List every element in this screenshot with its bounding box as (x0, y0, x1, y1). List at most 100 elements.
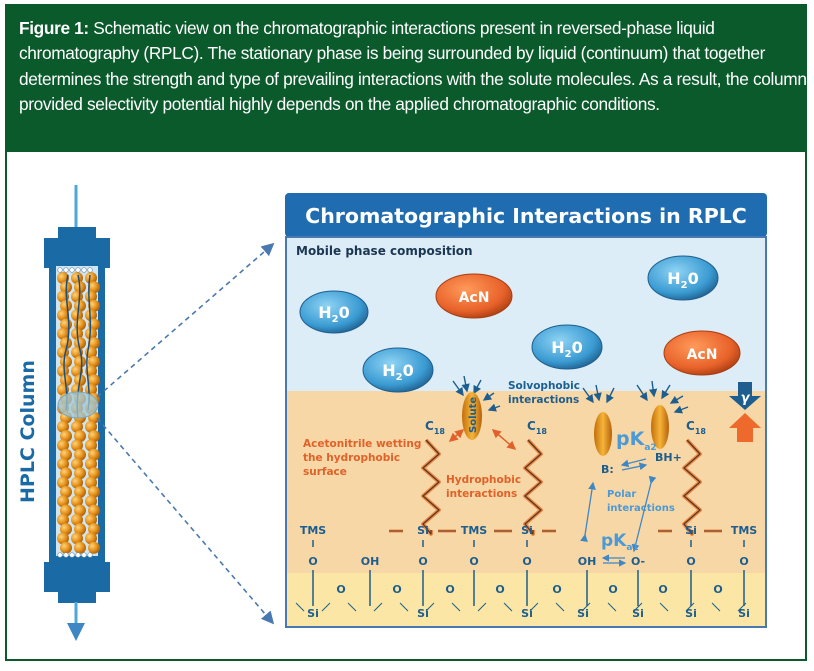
siloxane-oxygen: O (495, 583, 504, 596)
water-molecule: H20 (299, 290, 369, 334)
siloxane-bond (399, 602, 409, 612)
solute-molecule (462, 392, 482, 440)
siloxane-bond (477, 602, 487, 612)
packing-bead (74, 448, 86, 461)
frit-pore (75, 552, 81, 558)
packing-bead (71, 513, 83, 526)
polar-arrow-right (631, 475, 657, 553)
siloxane-bond (607, 602, 617, 612)
siloxane-bond (503, 602, 513, 612)
tms-group: TMS (731, 524, 757, 537)
silane-si: Si (417, 524, 429, 537)
molecule-shape (647, 255, 719, 301)
siloxane-bond (581, 602, 591, 612)
molecule-label: AcN (459, 290, 490, 306)
molecule-shape (531, 324, 603, 370)
packing-bead (88, 318, 100, 331)
packing-bead (57, 439, 69, 452)
flow-path (63, 274, 70, 411)
packing-bead (74, 541, 86, 554)
molecule-label: H20 (667, 269, 699, 291)
acn-wetting-label-1: Acetonitrile wetting (303, 438, 421, 450)
packing-bead (85, 532, 97, 545)
gamma-down-arrow (729, 382, 761, 410)
c18-label: C18 (425, 419, 445, 436)
packing-bead (88, 541, 100, 554)
packing-bead (57, 458, 69, 470)
siloxane-oxygen: O (713, 583, 722, 596)
solvophobic-label-2: interactions (508, 394, 579, 406)
acn-wetting-label-3: surface (303, 466, 347, 478)
frit-pore (63, 267, 69, 273)
packing-bead (57, 327, 69, 340)
packing-bead (88, 523, 100, 536)
hydrophobic-arrow-right (491, 429, 517, 450)
packing-bead (57, 476, 69, 489)
base-label: B: (601, 463, 614, 476)
equilibrium-arrow-forward (621, 462, 648, 471)
polar-arrow-left (580, 481, 596, 543)
molecule-shape (299, 290, 369, 334)
packing-bead (85, 458, 97, 470)
packing-bead (85, 420, 97, 433)
siloxane-bond (321, 602, 331, 612)
frit-pore (81, 267, 87, 273)
flow-path (86, 274, 92, 411)
silicon-atom: Si (521, 607, 533, 620)
protonated-base-molecule (651, 405, 669, 449)
silicon-atom: Si (577, 607, 589, 620)
packing-bead (57, 365, 69, 377)
siloxane-bond (685, 602, 695, 612)
surface-oxygen: O (418, 555, 427, 568)
packing-bead (88, 337, 100, 350)
siloxane-oxygen: O (658, 583, 667, 596)
water-molecule: H20 (531, 324, 603, 370)
packing-bead (85, 495, 97, 508)
hydrophobic-label-2: interactions (446, 488, 517, 500)
silicon-atom: Si (307, 607, 319, 620)
siloxane-bond (451, 602, 461, 612)
packing-bead (88, 374, 100, 387)
panel-border (285, 236, 767, 628)
siloxane-bond (295, 602, 305, 612)
siloxane-oxygen: O (336, 583, 345, 596)
packing-bead (71, 458, 83, 470)
hydrophobic-arrow-left (448, 429, 465, 442)
silane-si: Si (521, 524, 533, 537)
packing-bead (60, 337, 72, 350)
packing-bead (85, 327, 97, 340)
acetonitrile-molecule: AcN (663, 330, 741, 376)
solvophobic-label-1: Solvophobic (508, 380, 580, 392)
molecule-shape (435, 273, 513, 319)
surface-tension-indicator: γ (729, 382, 761, 442)
packing-bead (57, 420, 69, 433)
molecule-label: H20 (318, 303, 350, 325)
packing-bead (85, 439, 97, 452)
zoom-line-top (96, 242, 275, 398)
packing-bead (88, 355, 100, 368)
surface-oxygen: O (522, 555, 531, 568)
packing-bead (71, 309, 83, 322)
siloxane-bond (633, 602, 643, 612)
packing-bead (88, 485, 100, 498)
surface-oxygen: O (469, 555, 478, 568)
packing-bead (74, 337, 86, 350)
packing-bead (60, 541, 72, 554)
packing-bead (60, 467, 72, 480)
frit-pore (69, 267, 75, 273)
packing-bead (88, 448, 100, 461)
water-molecule: H20 (362, 347, 434, 393)
packing-bead (74, 504, 86, 517)
c18-chain: C18 (421, 419, 445, 536)
packing-bead (60, 448, 72, 461)
packing-bead (57, 309, 69, 322)
c18-label: C18 (527, 419, 547, 436)
acid-label: BH+ (655, 451, 682, 464)
pka1-label: pKa1 (601, 531, 639, 553)
packing-bead (85, 513, 97, 526)
surface-oxygen: O (739, 555, 748, 568)
packing-bead (57, 272, 69, 284)
molecule-shape (663, 330, 741, 376)
